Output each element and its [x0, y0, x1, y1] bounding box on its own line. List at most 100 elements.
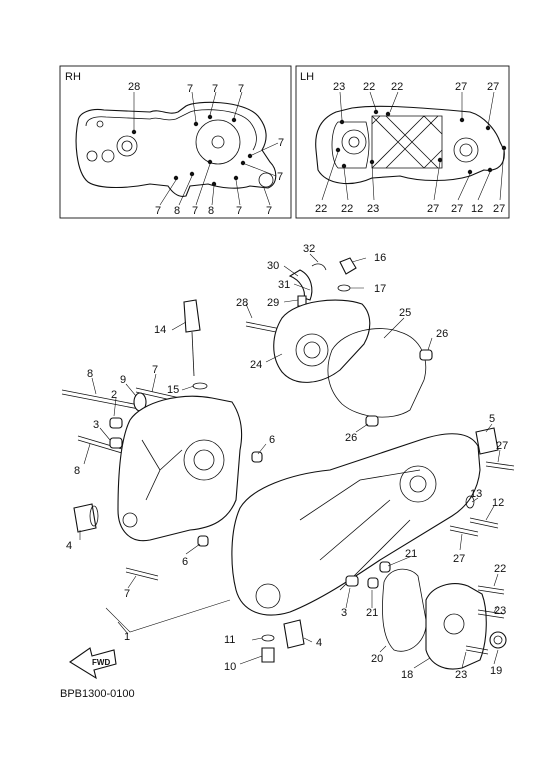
callout-20: 20 [371, 653, 383, 665]
cover-bearing-bore [295, 333, 329, 367]
bearing-4-left-face [89, 505, 99, 527]
lh-pulley-hub [348, 136, 360, 148]
breather-hose [288, 269, 313, 301]
rh-gasket-outline [75, 101, 277, 197]
collar-3-center [345, 575, 359, 587]
rh-callout-top-2: 7 [187, 83, 193, 95]
rh-callout-bottom-4: 8 [208, 205, 214, 217]
callout-21-lower: 21 [366, 607, 378, 619]
washer-13 [465, 495, 475, 509]
callout-17: 17 [374, 283, 386, 295]
callout-5: 5 [489, 413, 495, 425]
collar-2 [109, 417, 123, 429]
callout-24: 24 [250, 359, 262, 371]
left-half-pulley-bore [399, 465, 437, 503]
callout-21-upper: 21 [405, 548, 417, 560]
callout-25: 25 [399, 307, 411, 319]
bolt-22 [477, 585, 505, 595]
callout-14: 14 [154, 324, 166, 336]
lh-bolt-e [485, 125, 491, 131]
callout-19: 19 [490, 665, 502, 677]
o-ring-15 [192, 382, 208, 390]
lh-callout-top-1: 23 [333, 81, 345, 93]
rh-panel-label: RH [65, 71, 81, 83]
dowel-pin-26-upper [419, 349, 433, 361]
callout-13: 13 [470, 488, 482, 500]
callout-6-lower: 6 [182, 556, 188, 568]
o-ring-17 [337, 284, 351, 292]
lh-inset-panel: LH 23 22 22 27 27 22 22 23 27 27 12 27 [295, 65, 510, 219]
rh-crank-opening-inner [211, 135, 225, 149]
callout-3-center: 3 [341, 607, 347, 619]
bolt-7-lower [125, 567, 159, 581]
callout-23-upper: 23 [494, 605, 506, 617]
main-leader-lines [79, 253, 501, 669]
rh-bolt-b [207, 114, 213, 120]
bearing-4-center [283, 619, 305, 649]
lh-callout-bottom-2: 22 [341, 203, 353, 215]
callout-8-upper: 8 [87, 368, 93, 380]
rh-callout-top-4: 7 [238, 83, 244, 95]
lh-callout-top-5: 27 [487, 81, 499, 93]
lh-bolt-c [385, 111, 391, 117]
lh-callout-bottom-4: 27 [427, 203, 439, 215]
lh-callout-bottom-7: 27 [493, 203, 505, 215]
lh-bolt-d [459, 117, 465, 123]
dipstick-blade [191, 331, 195, 377]
lh-callout-top-4: 27 [455, 81, 467, 93]
rh-hole-3-inner [121, 140, 133, 152]
fwd-arrow-icon: FWD [68, 647, 117, 680]
right-half-crank-bore [183, 439, 225, 481]
callout-11: 11 [224, 634, 235, 646]
lh-bolt-a [339, 119, 345, 125]
dowel-pin-6-upper [251, 451, 263, 463]
dipstick-grip [183, 299, 201, 333]
right-half-crank-bore-inner [193, 449, 215, 471]
rh-callout-right-2: 7 [277, 171, 283, 183]
rh-hole-2 [101, 149, 115, 163]
rh-bolt-d [247, 153, 253, 159]
callout-26-upper: 26 [436, 328, 448, 340]
bolt-12 [469, 517, 499, 529]
bearing-5 [475, 427, 499, 455]
rh-callout-bottom-3: 7 [192, 205, 198, 217]
bolt-23-lower [465, 645, 489, 655]
gasket-20 [382, 568, 427, 652]
rh-bolt-28 [131, 129, 137, 135]
oil-filler-cap [339, 257, 357, 275]
callout-1: 1 [124, 631, 130, 643]
callout-16: 16 [374, 252, 386, 264]
rh-bolt-g [207, 159, 213, 165]
callout-2: 2 [111, 389, 117, 401]
cover-18 [425, 583, 487, 670]
rh-inset-panel: RH 28 7 7 7 7 7 7 8 7 8 7 7 [59, 65, 292, 219]
lh-callout-bottom-6: 12 [471, 203, 483, 215]
callout-28: 28 [236, 297, 248, 309]
crankcase-left-half [231, 433, 481, 616]
lh-clutch-ring [453, 137, 479, 163]
rh-panel-frame [59, 65, 292, 219]
callout-4-center: 4 [316, 637, 322, 649]
cover-18-bore [443, 613, 465, 635]
lh-bolt-k [487, 167, 493, 173]
lh-leader-lines [321, 91, 505, 201]
callout-4-left: 4 [66, 540, 72, 552]
rh-callout-bottom-2: 8 [174, 205, 180, 217]
crankcase-right-half [117, 395, 243, 542]
lh-callout-bottom-3: 23 [367, 203, 379, 215]
gasket-25 [327, 328, 427, 418]
bolt-27-upper [485, 461, 515, 471]
lh-bolt-j [467, 169, 473, 175]
lh-bolt-b [373, 109, 379, 115]
rh-crank-opening [195, 119, 241, 165]
rh-callout-bottom-5: 7 [236, 205, 242, 217]
rh-bolt-a [193, 121, 199, 127]
callout-7-upper: 7 [152, 364, 158, 376]
lh-pulley-ring [341, 129, 367, 155]
rh-bolt-i [211, 181, 217, 187]
lh-lattice-ribs [371, 115, 443, 169]
diagram-code: BPB1300-0100 [60, 688, 135, 700]
lh-bolt-l [501, 145, 507, 151]
callout-7-lower: 7 [124, 588, 130, 600]
dowel-pin-6-lower [197, 535, 209, 547]
